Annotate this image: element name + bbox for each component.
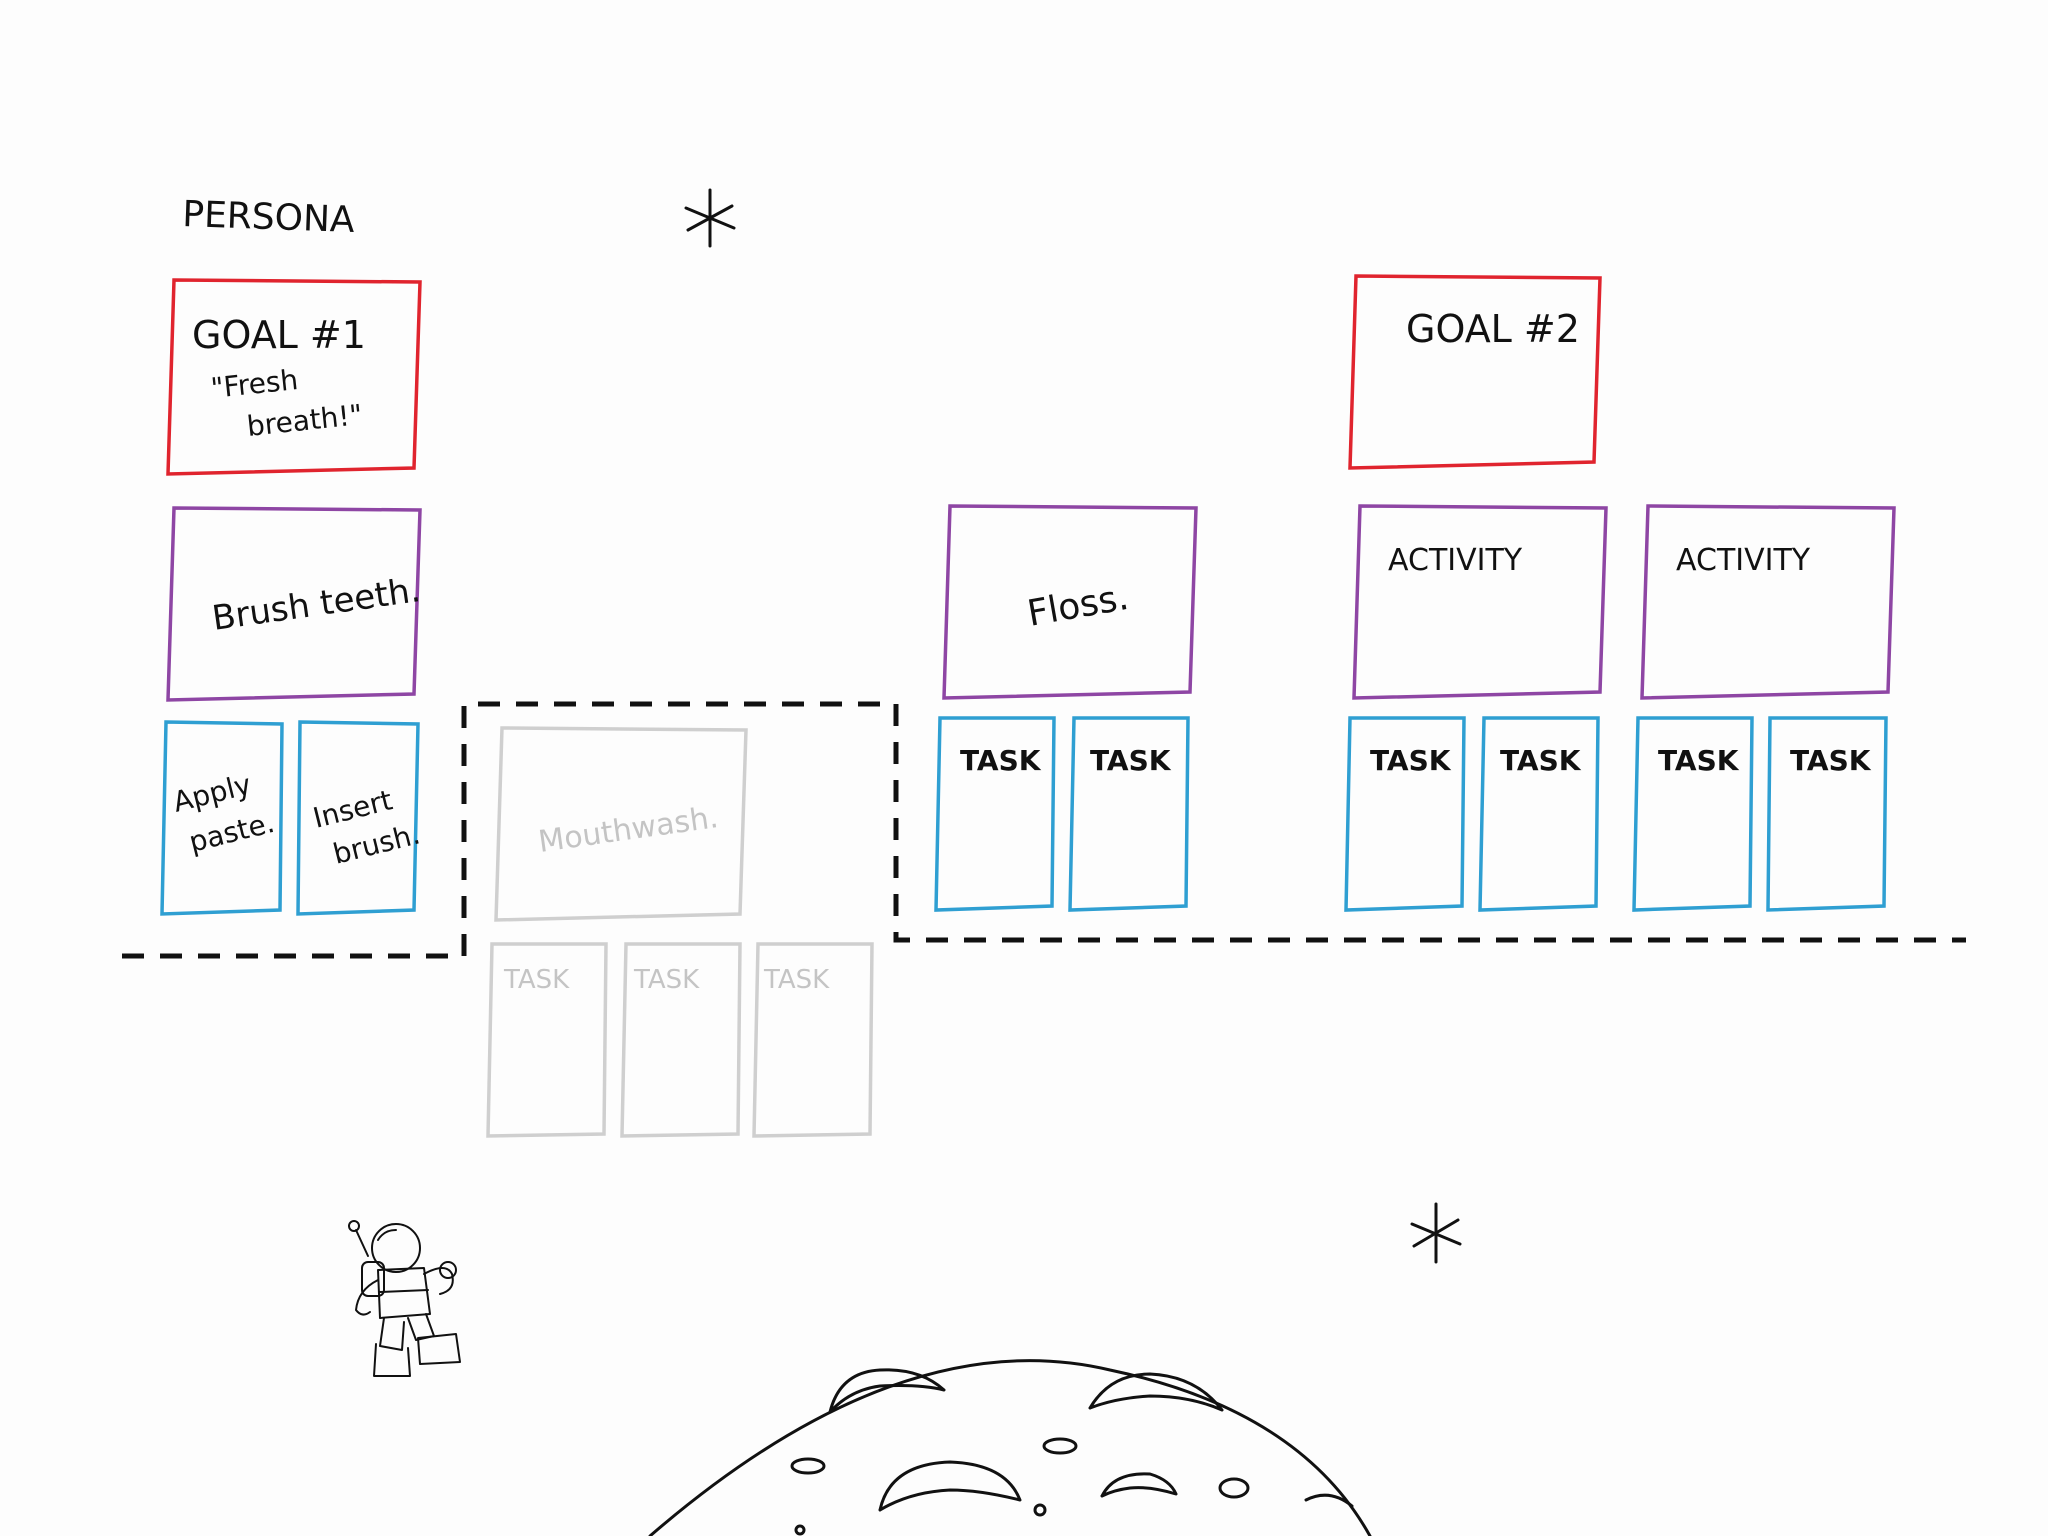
activity-label-brush-teeth: Brush teeth. <box>210 570 423 639</box>
goal-note-line2-1: breath!" <box>245 398 364 443</box>
task-card-faded-1: TASK <box>488 944 606 1136</box>
goal-card-2: GOAL #2 <box>1350 276 1600 468</box>
task-card-act1-1: TASK <box>1346 718 1464 910</box>
goal-note-line1-1: "Fresh <box>209 363 299 405</box>
task-label-apply: Apply <box>170 768 255 819</box>
task-label-faded-3: TASK <box>763 965 830 995</box>
astronaut-icon <box>349 1221 460 1376</box>
activity-label-mouthwash: Mouthwash. <box>536 800 720 860</box>
activity-card-floss: Floss. <box>944 506 1196 698</box>
task-card-act2-2: TASK <box>1768 718 1886 910</box>
task-label-floss-1: TASK <box>960 744 1042 777</box>
activity-label-generic-1: ACTIVITY <box>1388 543 1523 578</box>
task-card-floss-2: TASK <box>1070 718 1188 910</box>
task-card-faded-2: TASK <box>622 944 740 1136</box>
task-card-apply-paste: Apply paste. <box>162 722 282 914</box>
persona-label: PERSONA <box>182 194 356 241</box>
activity-card-generic-2: ACTIVITY <box>1642 506 1894 698</box>
activity-card-generic-1: ACTIVITY <box>1354 506 1606 698</box>
activity-card-brush-teeth: Brush teeth. <box>168 508 423 700</box>
task-label-paste: paste. <box>186 806 278 859</box>
goal-card-1: GOAL #1 "Fresh breath!" <box>168 280 420 474</box>
task-label-act1-2: TASK <box>1500 744 1582 777</box>
activity-card-mouthwash: Mouthwash. <box>496 728 746 920</box>
task-card-insert-brush: Insert brush. <box>298 722 423 914</box>
activity-label-generic-2: ACTIVITY <box>1676 543 1811 578</box>
goal-title-2: GOAL #2 <box>1406 307 1580 351</box>
task-card-faded-3: TASK <box>754 944 872 1136</box>
activity-label-floss: Floss. <box>1024 577 1131 635</box>
task-label-faded-1: TASK <box>503 965 570 995</box>
task-label-floss-2: TASK <box>1090 744 1172 777</box>
task-label-faded-2: TASK <box>633 965 700 995</box>
moon-icon <box>650 1361 1370 1536</box>
star-icon <box>1412 1204 1460 1262</box>
task-label-act1-1: TASK <box>1370 744 1452 777</box>
task-label-act2-2: TASK <box>1790 744 1872 777</box>
task-card-act2-1: TASK <box>1634 718 1752 910</box>
task-card-floss-1: TASK <box>936 718 1054 910</box>
goal-title-1: GOAL #1 <box>192 313 366 357</box>
star-icon <box>686 190 734 246</box>
task-label-act2-1: TASK <box>1658 744 1740 777</box>
task-card-act1-2: TASK <box>1480 718 1598 910</box>
